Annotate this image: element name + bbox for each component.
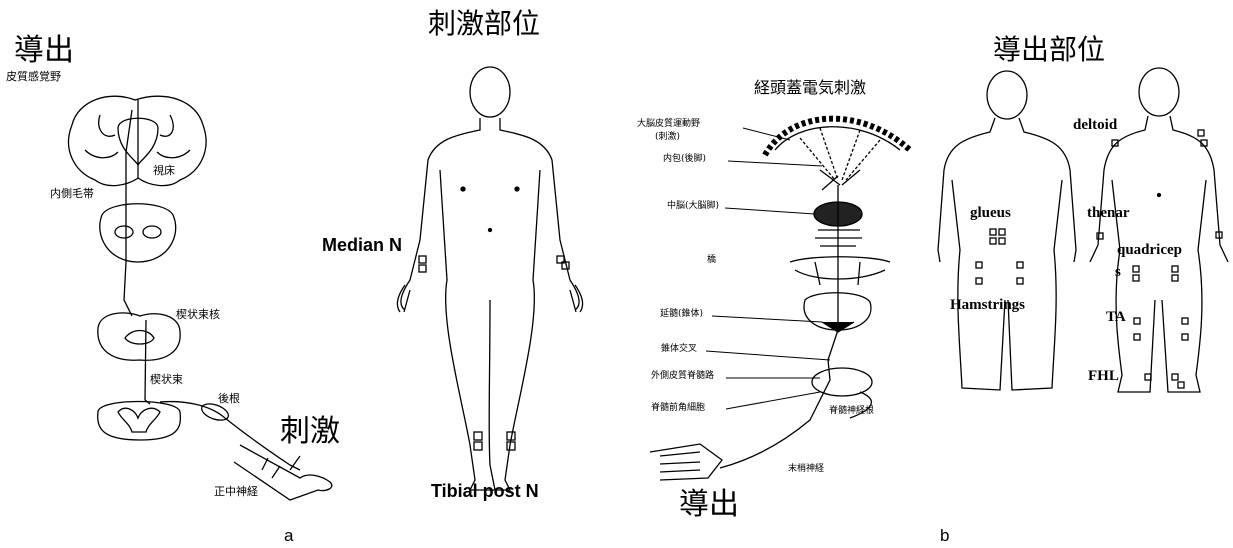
quadriceps-label-2: s [1115,265,1121,280]
spinal-nerve-label: 脊髄神経根 [829,407,874,416]
electrode-fhl-2 [1172,374,1178,380]
record-title-a: 導出 [14,36,74,66]
electrode-ta-2 [1134,334,1140,340]
electrode-ham-4 [1017,278,1023,284]
peripheral-label: 末梢神経 [788,465,824,474]
deltoid-label: deltoid [1073,118,1117,133]
brainstem-oval [143,226,161,238]
electrode-median-left [419,256,426,263]
motor-pathway-diagram [650,119,910,480]
electrode-ta-4 [1182,334,1188,340]
thenar-label: thenar [1087,206,1130,221]
nipple-right [515,187,519,191]
pons [790,257,890,285]
body-figure-a [398,67,583,490]
back-outline [938,118,1076,390]
fhl-label: FHL [1088,369,1119,384]
electrode-quad-3 [1172,266,1178,272]
electrode-ham-3 [1017,262,1023,268]
cuneate-nucleus-label: 楔状束核 [176,309,220,320]
pons-label: 橋 [707,256,716,265]
front-navel [1158,194,1161,197]
electrode-ham-1 [976,262,982,268]
medulla-section [98,313,180,360]
spinal-grey-matter [118,408,160,432]
root-label: 後根 [218,393,240,404]
midbrain-label: 中脳(大脳脚) [667,202,719,211]
lemniscus-label: 内側毛帯 [50,188,94,199]
electrode-ta-1 [1134,318,1140,324]
internal-capsule-label: 内包(後脚) [663,155,706,164]
glueus-label: glueus [970,206,1011,221]
electrode-tibial-4 [507,442,515,450]
electrode-deltoid-r [1198,130,1204,136]
cuneate-tract-label: 楔状束 [150,374,183,385]
dorsal-root [160,402,300,470]
quadriceps-label: quadricep [1117,243,1182,258]
nipple-left [461,187,465,191]
electrode-fhl-3 [1178,382,1184,388]
stim-site-title: 刺激部位 [428,10,540,38]
electrode-glueus-2 [999,229,1005,235]
electrode-glueus-4 [999,238,1005,244]
head-front [1139,68,1179,116]
electrode-ham-2 [976,278,982,284]
medulla-label: 延髄(錐体) [660,310,703,319]
motor-cortex-label: 大脳皮質運動野 [637,120,700,129]
nerve-label: 正中神経 [214,486,258,497]
leader-lines [706,128,830,409]
spinal-cord-b [812,368,872,396]
body-outline [401,118,579,490]
stim-arrow [262,458,280,478]
panel-label-b: b [940,527,949,544]
motor-cortex-inner [775,127,900,150]
electrode-quad-4 [1172,275,1178,281]
record-site-title: 導出部位 [993,36,1105,64]
internal-capsule [820,170,860,190]
electrode-ta-3 [1182,318,1188,324]
thalamus-label: 視床 [153,165,175,176]
head-back [987,71,1027,119]
electrode-quad-2 [1133,275,1139,281]
electrode-tibial-2 [474,442,482,450]
hand-b [650,444,722,480]
cortex-label: 皮質感覚野 [6,71,61,82]
record-title-b: 導出 [679,490,739,520]
navel [489,229,492,232]
motor-cortex-arc [765,119,910,155]
electrode-glueus-1 [990,229,996,235]
electrode-glueus-3 [990,238,996,244]
tms-title: 経頭蓋電気刺激 [754,80,866,96]
ta-label: TA [1106,310,1126,325]
motor-cortex-sub: (刺激) [655,133,680,142]
electrode-quad-1 [1133,266,1139,272]
brain-section [69,96,206,185]
electrode-tibial-1 [474,432,482,440]
brainstem-section [100,204,176,262]
decussation-label: 錐体交叉 [661,345,697,354]
head [470,67,510,117]
spinal-cord-section [98,402,181,441]
body-figure-back [938,71,1076,390]
tibial-label: Tibial post N [431,482,539,500]
stim-label: 刺激 [280,417,340,447]
anterior-horn-label: 脊髄前角細胞 [651,404,705,413]
electrode-median-left-2 [419,265,426,272]
medulla-core [125,331,154,345]
hamstrings-label: Hamstrings [950,298,1025,313]
motor-fibers [800,128,880,180]
lemniscus-oval [115,226,133,238]
lateral-tract-label: 外側皮質脊髄路 [651,372,714,381]
median-label: Median N [322,236,402,254]
panel-label-a: a [284,527,293,544]
corticospinal-line [720,185,838,468]
